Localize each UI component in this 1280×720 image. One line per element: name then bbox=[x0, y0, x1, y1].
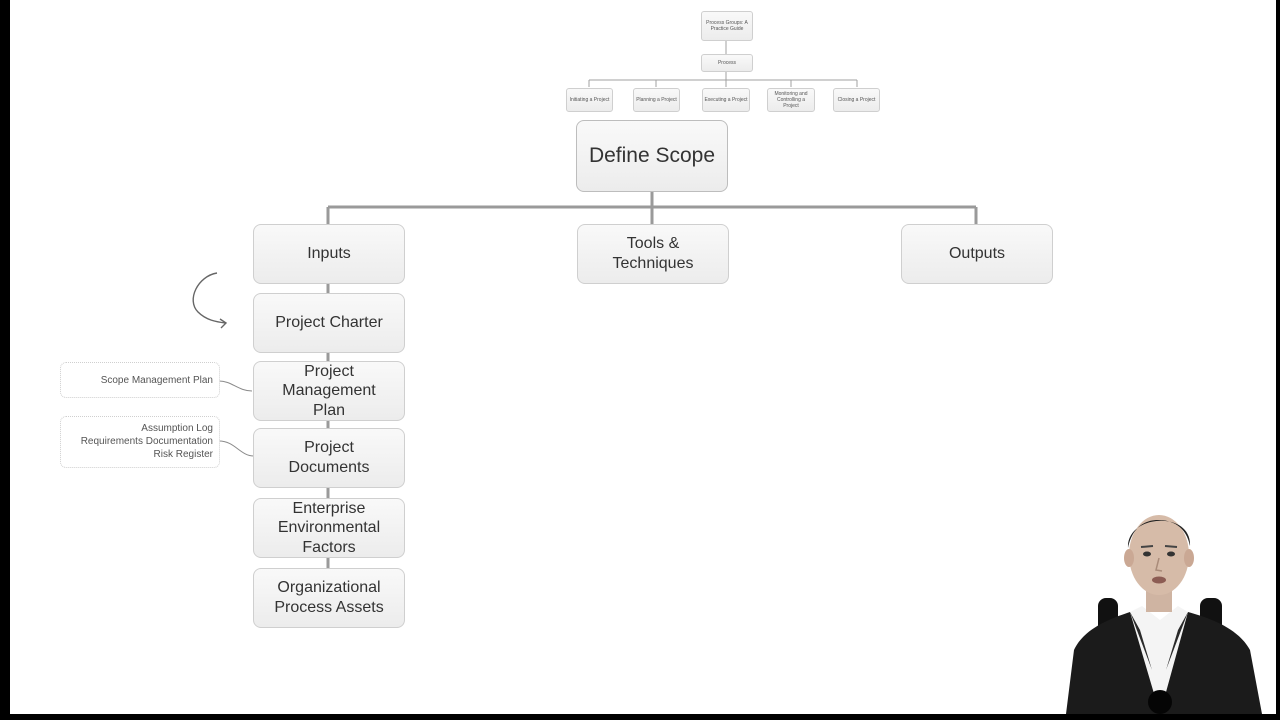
enterprise-environmental-factors-box: Enterprise Environmental Factors bbox=[253, 498, 405, 558]
project-documents-note: Assumption Log Requirements Documentatio… bbox=[60, 416, 220, 468]
tools-techniques-box: Tools & Techniques bbox=[577, 224, 729, 284]
project-documents-label: Project Documents bbox=[288, 439, 370, 476]
monitoring-box: Monitoring and Controlling a Project bbox=[767, 88, 815, 112]
outputs-label: Outputs bbox=[948, 245, 1006, 263]
executing-label: Executing a Project bbox=[704, 97, 748, 103]
presenter-webcam bbox=[1060, 500, 1276, 714]
inputs-box: Inputs bbox=[253, 224, 405, 284]
note-requirements-documentation: Requirements Documentation bbox=[80, 436, 213, 447]
project-management-plan-label: Project Management Plan bbox=[282, 362, 376, 419]
process-box: Process bbox=[701, 54, 753, 72]
slide: Process Groups: A Practice Guide Process… bbox=[10, 0, 1276, 714]
initiating-box: Initiating a Project bbox=[566, 88, 613, 112]
inputs-label: Inputs bbox=[307, 245, 351, 263]
project-charter-box: Project Charter bbox=[253, 293, 405, 353]
planning-box: Planning a Project bbox=[633, 88, 680, 112]
tools-techniques-label: Tools & Techniques bbox=[612, 235, 694, 272]
note-assumption-log: Assumption Log bbox=[141, 423, 213, 434]
scope-management-plan-note: Scope Management Plan bbox=[60, 362, 220, 398]
project-management-plan-box: Project Management Plan bbox=[253, 361, 405, 421]
closing-box: Closing a Project bbox=[833, 88, 880, 112]
presenter-figure bbox=[1066, 515, 1262, 714]
note-risk-register: Risk Register bbox=[153, 449, 213, 460]
define-scope-label: Define Scope bbox=[588, 144, 716, 168]
enterprise-environmental-factors-label: Enterprise Environmental Factors bbox=[277, 499, 381, 556]
organizational-process-assets-box: Organizational Process Assets bbox=[253, 568, 405, 628]
process-groups-guide-label: Process Groups: A Practice Guide bbox=[706, 20, 748, 32]
process-groups-guide-box: Process Groups: A Practice Guide bbox=[701, 11, 753, 41]
outputs-box: Outputs bbox=[901, 224, 1053, 284]
organizational-process-assets-label: Organizational Process Assets bbox=[274, 579, 384, 616]
process-label: Process bbox=[717, 60, 737, 66]
closing-label: Closing a Project bbox=[837, 97, 876, 103]
planning-label: Planning a Project bbox=[636, 97, 677, 103]
note-scope-management-plan: Scope Management Plan bbox=[100, 375, 213, 386]
executing-box: Executing a Project bbox=[702, 88, 750, 112]
project-charter-label: Project Charter bbox=[275, 314, 383, 332]
project-documents-box: Project Documents bbox=[253, 428, 405, 488]
define-scope-box: Define Scope bbox=[576, 120, 728, 192]
monitoring-label: Monitoring and Controlling a Project bbox=[774, 91, 808, 109]
initiating-label: Initiating a Project bbox=[569, 97, 610, 103]
